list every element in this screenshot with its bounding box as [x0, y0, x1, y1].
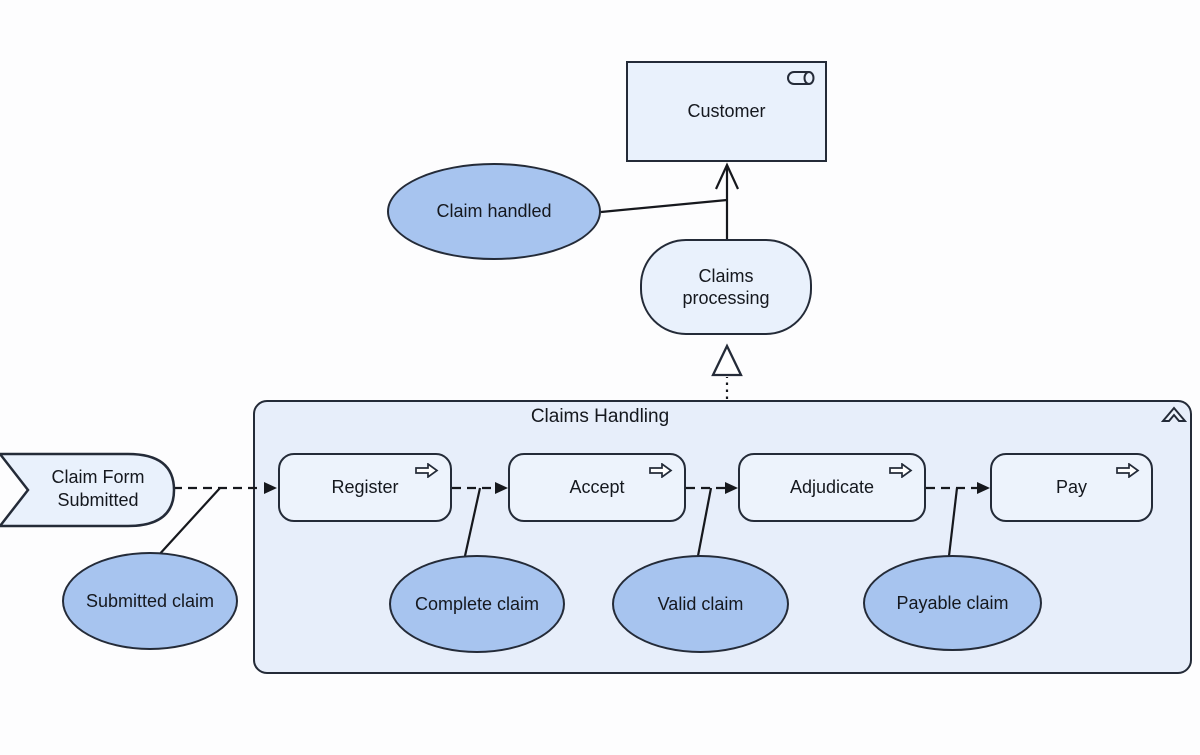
process-register: Register — [278, 453, 452, 522]
process-arrow-icon — [889, 463, 913, 478]
business-role-icon — [787, 71, 815, 85]
arrowhead-accept — [495, 482, 508, 494]
arrowhead-adjudicate — [725, 482, 738, 494]
process-adjudicate: Adjudicate — [738, 453, 926, 522]
claim-form-submitted-shape — [0, 452, 176, 528]
pay-label: Pay — [1055, 477, 1088, 498]
claims-processing-label: Claims processing — [682, 265, 770, 309]
chevron-up-icon — [1161, 406, 1187, 422]
claim-handled-label: Claim handled — [436, 201, 552, 222]
register-label: Register — [331, 477, 399, 498]
process-arrow-icon — [649, 463, 673, 478]
adjudicate-label: Adjudicate — [789, 477, 875, 498]
process-arrow-icon — [1116, 463, 1140, 478]
arrowhead-register — [264, 482, 277, 494]
claims-processing-node: Claims processing — [640, 239, 812, 335]
object-complete-claim: Complete claim — [389, 555, 565, 653]
complete-claim-label: Complete claim — [414, 593, 540, 614]
claims-handling-title: Claims Handling — [530, 406, 670, 427]
open-arrowhead-customer — [715, 162, 739, 190]
claim-form-submitted-label: Claim Form Submitted — [51, 466, 145, 510]
process-pay: Pay — [990, 453, 1153, 522]
valid-claim-label: Valid claim — [657, 593, 744, 614]
accept-label: Accept — [569, 477, 625, 498]
assoc-submitted-claim — [156, 487, 221, 558]
process-arrow-icon — [415, 463, 439, 478]
object-valid-claim: Valid claim — [612, 555, 789, 653]
assoc-valid-claim — [696, 487, 713, 557]
object-submitted-claim: Submitted claim — [62, 552, 238, 650]
claim-handled-node: Claim handled — [387, 163, 601, 260]
customer-node: Customer — [626, 61, 827, 162]
realization-triangle — [711, 343, 743, 377]
process-accept: Accept — [508, 453, 686, 522]
customer-label: Customer — [687, 101, 766, 122]
payable-claim-label: Payable claim — [896, 592, 1009, 613]
assoc-claim-handled — [600, 198, 728, 214]
arrowhead-pay — [977, 482, 990, 494]
submitted-claim-label: Submitted claim — [85, 590, 215, 611]
assoc-complete-claim — [463, 487, 482, 557]
assoc-payable-claim — [947, 487, 959, 557]
object-payable-claim: Payable claim — [863, 555, 1042, 651]
